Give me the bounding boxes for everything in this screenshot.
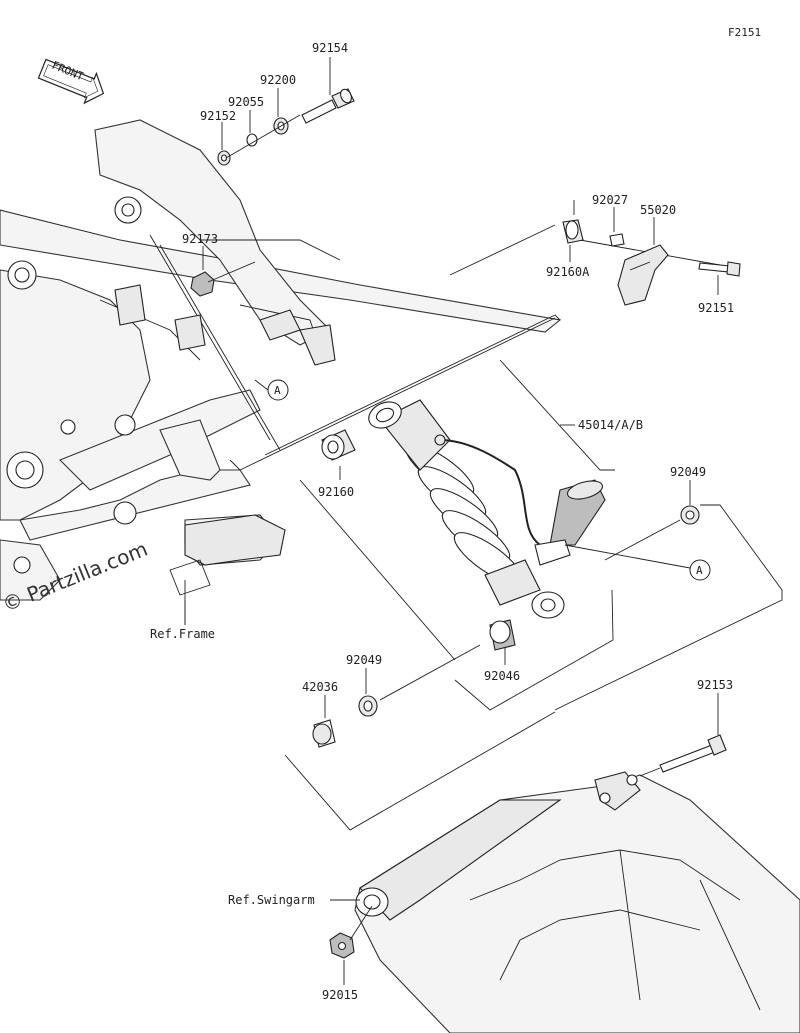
assembly-line-92015 (349, 905, 373, 941)
shock-group-outline-bottom (454, 589, 614, 711)
washer-92049-right (680, 505, 700, 525)
frame-shock-bracket (169, 514, 286, 625)
label-92151[interactable]: 92151 (698, 301, 734, 315)
assembly-line-top (225, 114, 301, 159)
bushing-92160 (321, 429, 356, 461)
assembly-line-reservoir-a (449, 224, 556, 276)
label-92046[interactable]: 92046 (484, 669, 520, 683)
bracket-55020 (617, 244, 669, 306)
callout-a-frame-letter: A (274, 384, 281, 397)
shock-absorber-45014 (229, 314, 606, 619)
shock-group-outline-top (239, 317, 556, 471)
label-55020[interactable]: 55020 (640, 203, 676, 217)
label-92049-right[interactable]: 92049 (670, 465, 706, 479)
assembly-line-92049-right (604, 519, 681, 561)
shock-group-outline-left (299, 479, 456, 661)
label-ref-swingarm: Ref.Swingarm (228, 893, 315, 907)
label-92027[interactable]: 92027 (592, 193, 628, 207)
diagram-code: F2151 (728, 26, 761, 39)
callout-a-shock-line (564, 544, 691, 569)
nut-92015 (329, 932, 355, 959)
label-92173[interactable]: 92173 (182, 232, 218, 246)
label-92049-left[interactable]: 92049 (346, 653, 382, 667)
front-direction-arrow (37, 58, 105, 105)
label-92154[interactable]: 92154 (312, 41, 348, 55)
label-45014[interactable]: 45014/A/B (578, 418, 643, 432)
washer-92049-left (358, 695, 378, 717)
bearing-92046 (489, 619, 516, 651)
label-92152[interactable]: 92152 (200, 109, 236, 123)
label-92200[interactable]: 92200 (260, 73, 296, 87)
bolt-92154 (301, 88, 355, 124)
nut-92152 (217, 150, 231, 166)
assembly-line-92173 (207, 261, 256, 283)
label-92055[interactable]: 92055 (228, 95, 264, 109)
label-92160A[interactable]: 92160A (546, 265, 590, 279)
swingarm-reference-drawing (354, 771, 800, 1033)
label-42036[interactable]: 42036 (302, 680, 338, 694)
shock-group-outline-right (499, 359, 615, 471)
callout-a-shock: A (689, 559, 711, 581)
label-92015[interactable]: 92015 (322, 988, 358, 1002)
bolt-92153 (659, 734, 727, 773)
assembly-outline-lower (284, 711, 556, 831)
callout-a-shock-letter: A (696, 564, 703, 577)
assembly-line-92153 (639, 767, 661, 777)
grommet-92160A (562, 219, 584, 244)
callout-a-frame-line (254, 379, 269, 391)
collar-92027 (609, 233, 625, 247)
bolt-92151 (698, 261, 741, 277)
callout-a-frame: A (267, 379, 289, 401)
label-92160[interactable]: 92160 (318, 485, 354, 499)
assembly-line-92049-left (379, 644, 481, 701)
assembly-outline-right (554, 504, 783, 711)
label-92153[interactable]: 92153 (697, 678, 733, 692)
o-ring-92055 (246, 133, 258, 147)
collar-42036 (312, 719, 336, 748)
label-ref-frame: Ref.Frame (150, 627, 215, 641)
nut-92173 (190, 271, 215, 297)
